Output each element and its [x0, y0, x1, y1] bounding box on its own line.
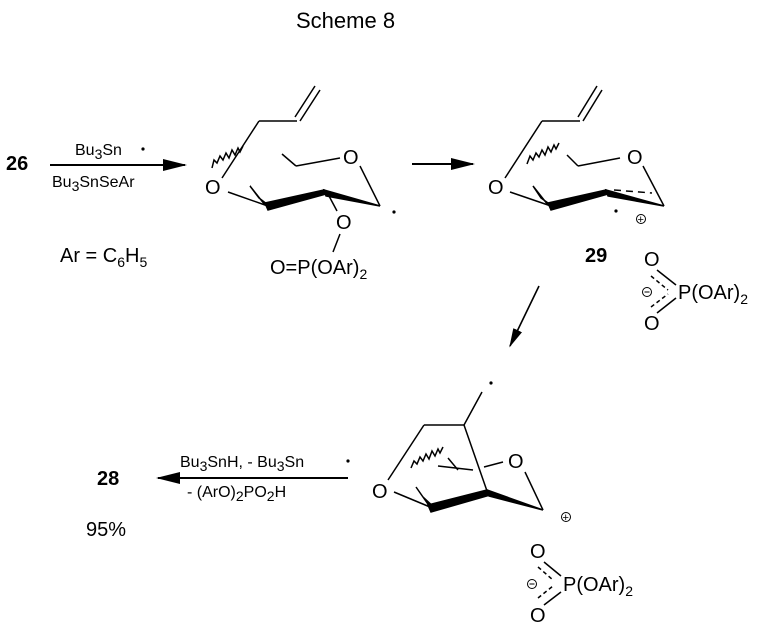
phosphate-anion: O O P(OAr)2 — [642, 249, 748, 335]
svg-text:O: O — [644, 313, 660, 335]
compound-29-label: 29 — [585, 245, 607, 267]
compound-28-label: 28 — [97, 468, 119, 490]
ring-oxygen-right: O — [627, 147, 643, 169]
svg-text:P(OAr)2: P(OAr)2 — [563, 574, 633, 599]
ring-oxygen-left: O — [372, 481, 388, 503]
ring-oxygen-right: O — [343, 147, 359, 169]
reagent-bu3snsear: Bu3SnSeAr — [52, 174, 135, 194]
compound-26-label: 26 — [6, 153, 28, 175]
svg-text:O: O — [530, 541, 546, 563]
ring-oxygen-right: O — [508, 451, 524, 473]
phosphate-anion: O O P(OAr)2 — [527, 541, 633, 627]
scheme-title: Scheme 8 — [296, 8, 395, 33]
anion-charge-icon — [642, 287, 652, 297]
byproduct-phosphoric-acid: - (ArO)2PO2H — [187, 484, 286, 504]
reagent-bu3snh: Bu3SnH, - Bu3Sn — [180, 454, 304, 474]
svg-text:O: O — [530, 605, 546, 627]
radical-dot — [141, 147, 145, 151]
anion-charge-icon — [527, 579, 537, 589]
yield-value: 95% — [86, 519, 126, 541]
radical-dot — [392, 210, 396, 214]
reagent-bu3sn-radical: Bu3Sn — [75, 142, 122, 162]
cation-charge-icon: + — [561, 512, 571, 524]
radical-dot — [614, 209, 618, 213]
svg-text:O: O — [644, 249, 660, 271]
reaction-arrow-3 — [509, 285, 540, 348]
intermediate-1-structure — [211, 85, 381, 253]
svg-text:+: + — [563, 512, 569, 524]
cation-charge-icon: + — [636, 214, 646, 226]
svg-text:P(OAr)2: P(OAr)2 — [678, 282, 748, 307]
ester-oxygen: O — [336, 212, 352, 234]
ring-oxygen-left: O — [205, 177, 221, 199]
ar-definition: Ar = C6H5 — [60, 245, 148, 270]
intermediate-3-structure — [387, 391, 544, 513]
phosphate-group: O=P(OAr)2 — [270, 257, 367, 282]
ring-oxygen-left: O — [488, 177, 504, 199]
intermediate-2-structure — [504, 85, 665, 211]
radical-dot — [346, 459, 350, 463]
radical-dot — [489, 381, 493, 385]
svg-text:+: + — [638, 214, 644, 226]
